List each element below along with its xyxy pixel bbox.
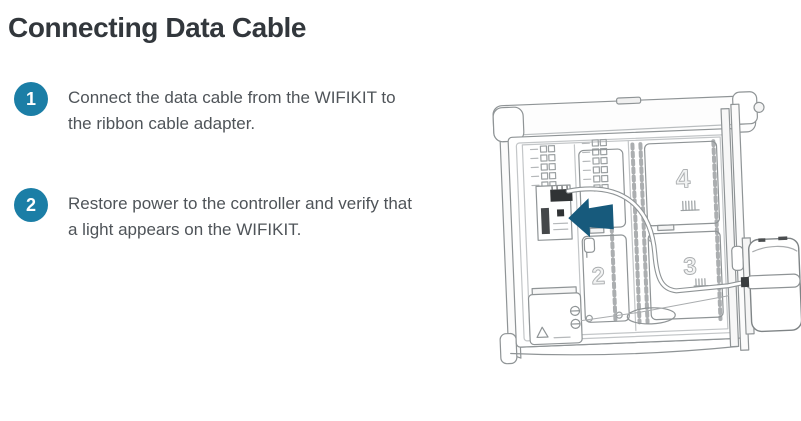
step-2: 2 Restore power to the controller and ve… bbox=[14, 188, 454, 243]
wifikit-cable-connector bbox=[740, 276, 750, 288]
module-label-4: 4 bbox=[675, 163, 691, 194]
module-connector-icon-4 bbox=[680, 200, 700, 212]
terminal-ticks-col2 bbox=[638, 142, 650, 325]
step-1-number-badge: 1 bbox=[14, 82, 48, 116]
step-2-text: Restore power to the controller and veri… bbox=[68, 194, 412, 239]
page-title: Connecting Data Cable bbox=[8, 12, 307, 43]
ribbon-cable-adapter bbox=[535, 184, 573, 241]
cabinet-foot bbox=[499, 332, 518, 365]
terminal-ticks-col1 bbox=[630, 142, 642, 325]
panel-screw-3 bbox=[585, 314, 593, 322]
module-bay-4-cover bbox=[643, 140, 721, 227]
controller-cabinet-drawing: 4 3 2 bbox=[492, 91, 801, 365]
data-cable-core bbox=[566, 187, 748, 293]
callout-arrow-icon bbox=[568, 198, 614, 238]
module-bay-2-lower-cover bbox=[581, 234, 630, 323]
hinge-knob bbox=[753, 101, 765, 113]
cabinet-lid-notch bbox=[615, 96, 642, 105]
bay-tab-2 bbox=[657, 224, 675, 232]
terminal-ticks-col3 bbox=[711, 139, 723, 322]
step-1: 1 Connect the data cable from the WIFIKI… bbox=[14, 82, 454, 137]
step-1-text: Connect the data cable from the WIFIKIT … bbox=[68, 88, 396, 133]
module-label-2: 2 bbox=[591, 263, 605, 291]
cable-grommet-hole bbox=[626, 307, 676, 325]
back-panel bbox=[521, 136, 729, 338]
bay-tab-1 bbox=[589, 227, 605, 234]
door-frame-inner bbox=[720, 107, 740, 348]
controller-diagram: 4 3 2 bbox=[486, 84, 801, 365]
terminal-ticks-col4 bbox=[609, 225, 618, 324]
sensor-wire bbox=[580, 295, 730, 322]
door-latch bbox=[731, 245, 744, 271]
power-module bbox=[527, 286, 583, 346]
cable-clip bbox=[583, 237, 596, 258]
module-label-3: 3 bbox=[683, 253, 697, 281]
cabinet-lid-inner-line bbox=[503, 123, 747, 137]
panel-divider-right bbox=[627, 140, 637, 332]
warning-triangle-icon bbox=[536, 326, 549, 339]
wifikit-unit bbox=[740, 236, 801, 335]
module-bay-3-cover bbox=[647, 230, 724, 321]
cabinet-bottom-edge bbox=[510, 345, 740, 356]
step-2-number-badge: 2 bbox=[14, 188, 48, 222]
